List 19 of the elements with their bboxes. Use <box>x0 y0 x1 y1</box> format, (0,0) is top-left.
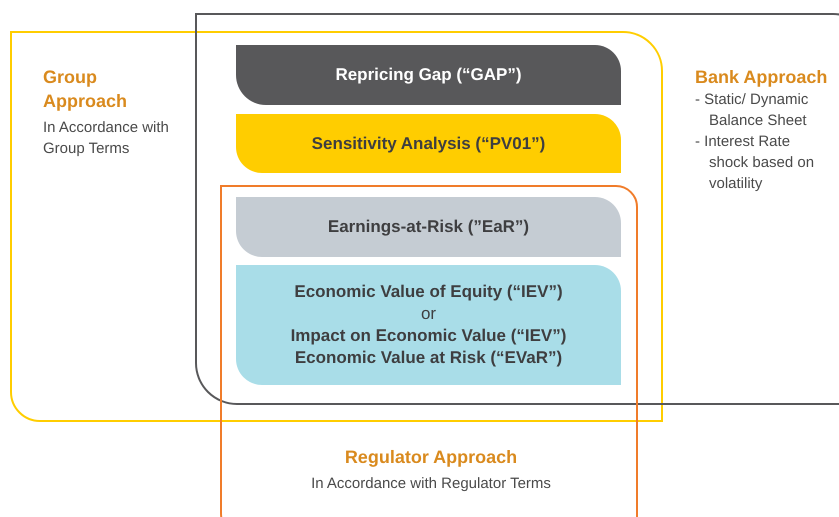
method-bar <box>236 197 621 257</box>
panel-text: In Accordance with Regulator Terms <box>310 474 552 494</box>
panel-heading: Group Approach <box>43 66 128 113</box>
method-bar <box>236 114 621 173</box>
method-label: Earnings-at-Risk (”EaR”) <box>328 216 530 238</box>
approach-panel <box>10 31 663 422</box>
panel-heading: Bank Approach <box>695 66 828 89</box>
method-label: or <box>420 303 436 325</box>
method-label: Repricing Gap (“GAP”) <box>335 64 522 86</box>
panel-heading: Regulator Approach <box>344 446 518 469</box>
method-label: Impact on Economic Value (“IEV”) <box>290 325 566 347</box>
panel-text: In Accordance with Group Terms <box>43 118 170 159</box>
method-label: Economic Value of Equity (“IEV”) <box>294 281 563 303</box>
method-bar <box>236 265 621 385</box>
method-label: Sensitivity Analysis (“PV01”) <box>312 132 546 154</box>
method-bar <box>236 45 621 105</box>
panel-text: - Static/ Dynamic Balance Sheet <box>695 90 810 131</box>
method-label: Economic Value at Risk (“EVaR”) <box>294 347 562 369</box>
panel-text: - Interest Rate shock based on volatility <box>695 132 816 194</box>
